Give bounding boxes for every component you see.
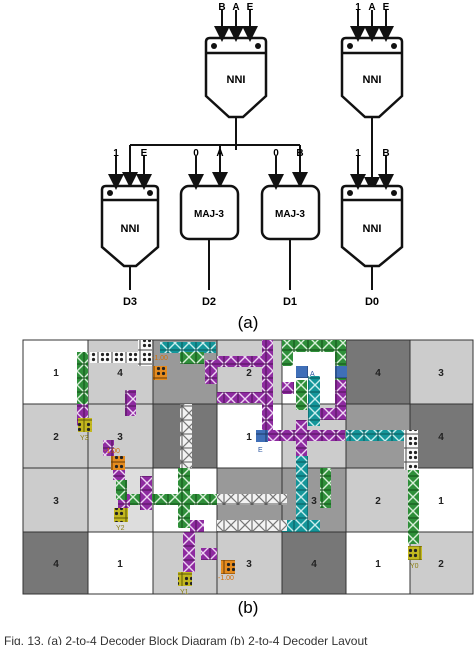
input-label: 0	[193, 148, 199, 159]
gate-title: NNI	[363, 223, 382, 235]
zone-number: 2	[438, 559, 444, 570]
panel-b-label: (b)	[238, 598, 259, 617]
port-label-y1: Y1	[180, 589, 189, 596]
zone-number: 2	[53, 432, 59, 443]
maj3-gate-d1: MAJ-3 0 B D1	[260, 148, 321, 308]
nni-gate-d0: NNI 1 B D0	[340, 148, 404, 308]
zone-number: 1	[117, 559, 123, 570]
zone-number: 1	[375, 559, 381, 570]
port-label-y2: Y2	[116, 525, 125, 532]
zone-number: 4	[117, 368, 123, 379]
zone-number: 4	[311, 559, 317, 570]
zone-number: 1	[438, 496, 444, 507]
zone-number: 1	[246, 432, 252, 443]
panel-a: NNI B A E NNI 1 A E	[100, 2, 404, 332]
input-label: 0	[273, 148, 279, 159]
zone-number: 3	[246, 559, 252, 570]
panel-a-label: (a)	[238, 313, 259, 332]
gate-title: NNI	[363, 74, 382, 86]
gate-title: MAJ-3	[194, 209, 224, 220]
input-label: A	[368, 2, 375, 13]
zone-number: 4	[438, 432, 444, 443]
zone-number: 2	[375, 496, 381, 507]
input-label: B	[296, 148, 303, 159]
output-label: D1	[283, 296, 297, 308]
input-label: E	[247, 2, 254, 13]
zone-number: 3	[438, 368, 444, 379]
output-label: D3	[123, 296, 137, 308]
port-label-y3: Y3	[80, 435, 89, 442]
output-label: D2	[202, 296, 216, 308]
input-label: A	[232, 2, 239, 13]
port-label-a: A	[310, 371, 315, 378]
maj3-gate-d2: MAJ-3 0 A D2	[179, 148, 240, 308]
gate-title: NNI	[227, 74, 246, 86]
io-cells	[78, 366, 422, 586]
nni-gate-top-left: NNI B A E	[204, 2, 268, 119]
output-label: D0	[365, 296, 379, 308]
panel-b: 1 4 2 4 3 2 3 1 4 3 3 2 1 4 1 3 4 1 2	[22, 339, 474, 617]
gate-title: MAJ-3	[275, 209, 305, 220]
zone-number: 4	[53, 559, 59, 570]
port-labels: Y3 Y2 Y1 Y0 E A -1.00 -1.00 -1.00	[80, 355, 419, 596]
value-label: -1.00	[218, 575, 234, 582]
zone-numbers: 1 4 2 4 3 2 3 1 4 3 3 2 1 4 1 3 4 1 2	[53, 368, 444, 570]
input-label: E	[141, 148, 148, 159]
figure-caption: Fig. 13. (a) 2-to-4 Decoder Block Diagra…	[4, 634, 368, 645]
zone-number: 2	[246, 368, 252, 379]
zone-number: 3	[311, 496, 317, 507]
zone-number: 1	[53, 368, 59, 379]
port-label-y0: Y0	[410, 563, 419, 570]
qca-wires	[77, 340, 419, 572]
gate-title: NNI	[121, 223, 140, 235]
zone-number: 3	[53, 496, 59, 507]
value-label: -1.00	[152, 355, 168, 362]
nni-gate-top-right: NNI 1 A E	[340, 2, 404, 193]
fanout-wires	[122, 117, 308, 188]
input-label: B	[218, 2, 225, 13]
port-label-e: E	[258, 447, 263, 454]
input-label: 1	[355, 2, 361, 13]
nni-gate-d3: NNI 1 E D3	[100, 148, 160, 308]
input-label: A	[216, 148, 223, 159]
value-label: -1.00	[104, 448, 120, 455]
zone-number: 3	[117, 432, 123, 443]
input-label: E	[383, 2, 390, 13]
input-label: 1	[113, 148, 119, 159]
input-label: B	[382, 148, 389, 159]
input-label: 1	[355, 148, 361, 159]
zone-number: 4	[375, 368, 381, 379]
